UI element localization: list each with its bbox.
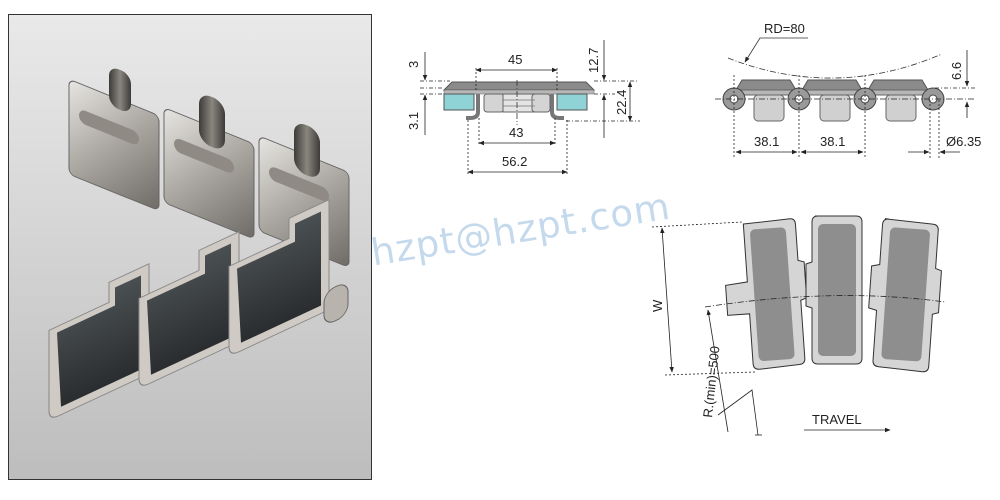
dim-pin-diameter: Ø6.35 (946, 134, 981, 149)
dim-radius: RD=80 (764, 21, 805, 36)
chain-photo-illustration (48, 68, 350, 418)
dim-top-thickness: 3 (406, 61, 421, 68)
steel-chain (68, 68, 350, 266)
dim-height-total: 22.4 (614, 90, 629, 115)
rubber-top-chain (48, 199, 349, 418)
dim-overall-width: 56.2 (502, 154, 527, 169)
cross-section-drawing: 45 43 56.2 3 3.1 12.7 22.4 (406, 40, 640, 176)
label-min-radius: R.(min)=500 (700, 345, 722, 418)
label-travel: TRAVEL (812, 412, 862, 427)
label-width: W (650, 299, 665, 312)
dim-pitch-1: 38.1 (754, 134, 779, 149)
dim-inner-width: 43 (509, 125, 523, 140)
dim-pitch-2: 38.1 (820, 134, 845, 149)
side-view-drawing: RD=80 (715, 21, 981, 158)
dim-top-width: 45 (508, 52, 522, 67)
dim-height-upper: 12.7 (586, 48, 601, 73)
dim-plate-height: 6.6 (949, 62, 964, 80)
product-photo-panel (8, 14, 372, 480)
dim-insert-offset: 3.1 (406, 112, 421, 130)
top-view-drawing: W R.(min)=500 TRAVEL (650, 215, 946, 436)
